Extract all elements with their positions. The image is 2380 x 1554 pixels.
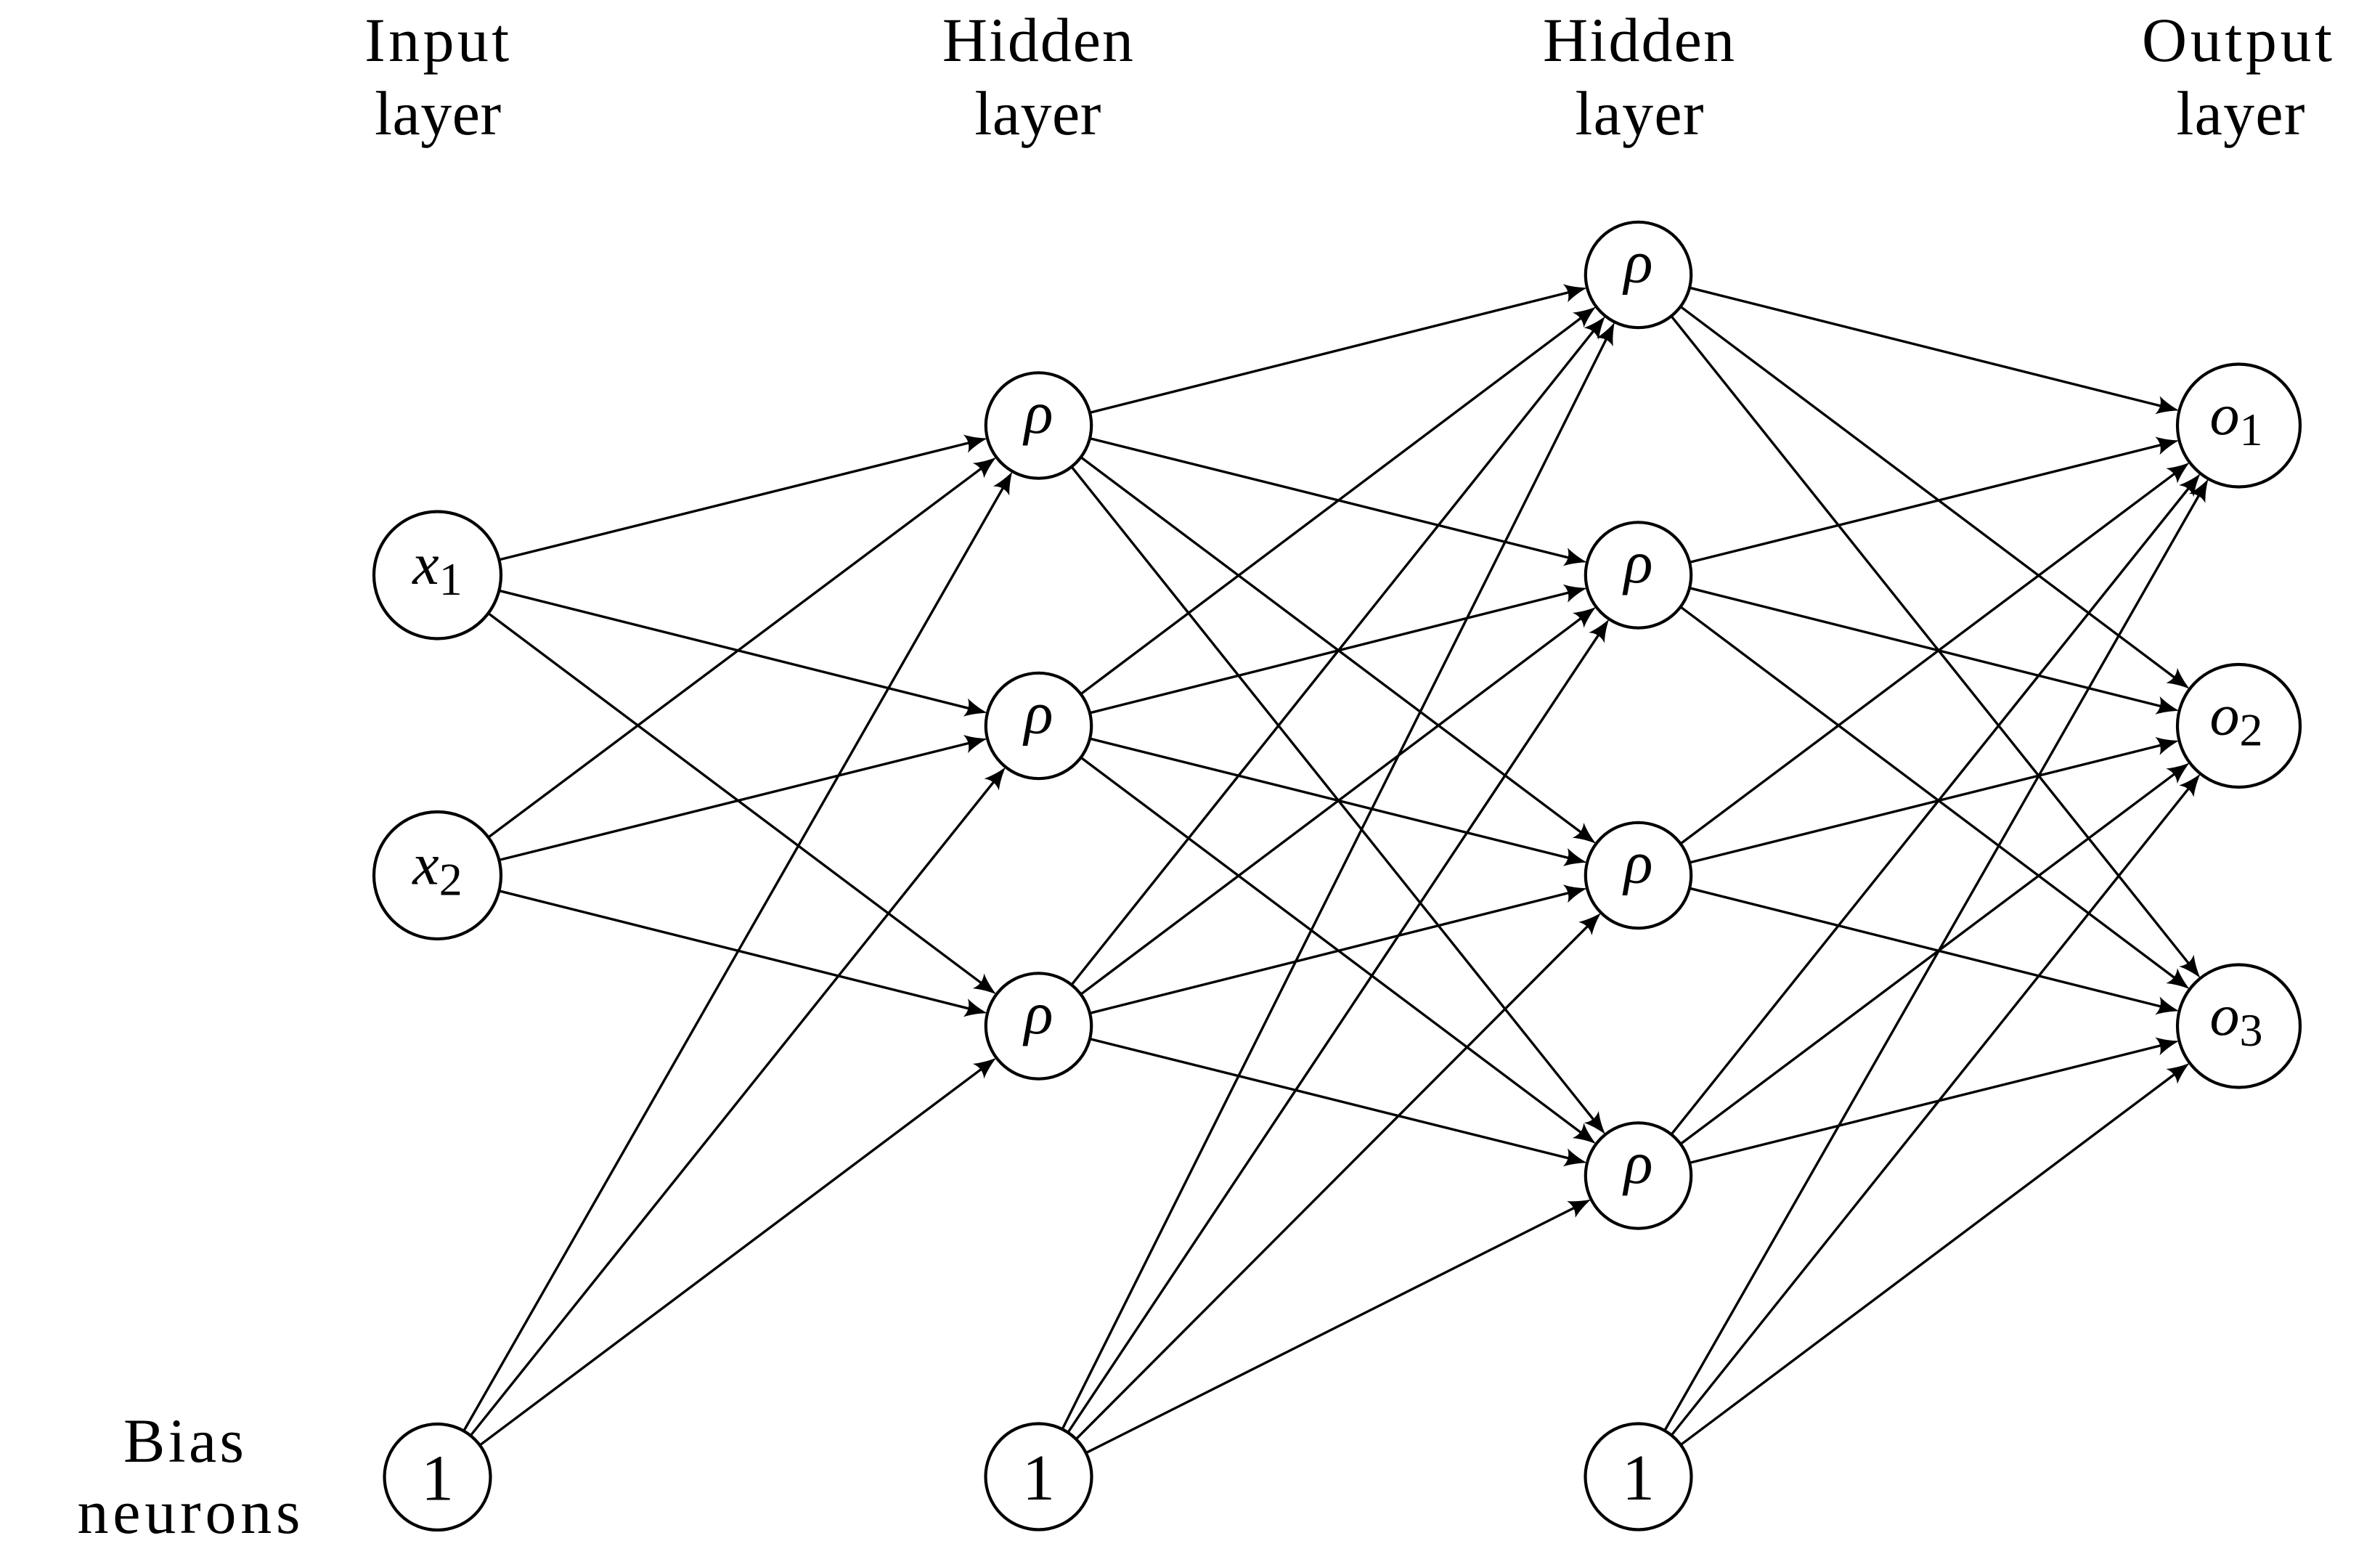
svg-text:o2: o2 bbox=[2210, 682, 2263, 756]
svg-text:ρ: ρ bbox=[1022, 379, 1054, 446]
svg-text:layer: layer bbox=[375, 78, 501, 148]
svg-text:1: 1 bbox=[421, 1443, 454, 1515]
svg-text:ρ: ρ bbox=[1622, 829, 1653, 896]
svg-text:layer: layer bbox=[974, 78, 1101, 148]
svg-text:ρ: ρ bbox=[1622, 1129, 1653, 1196]
svg-text:Output: Output bbox=[2142, 5, 2332, 75]
svg-text:ρ: ρ bbox=[1622, 229, 1653, 296]
svg-text:x2: x2 bbox=[412, 831, 462, 906]
svg-text:ρ: ρ bbox=[1022, 680, 1054, 747]
svg-text:x1: x1 bbox=[412, 531, 462, 605]
svg-text:o3: o3 bbox=[2210, 982, 2263, 1056]
svg-text:Hidden: Hidden bbox=[1543, 5, 1735, 75]
svg-text:1: 1 bbox=[1622, 1442, 1655, 1514]
svg-text:ρ: ρ bbox=[1622, 529, 1653, 595]
svg-text:1: 1 bbox=[1022, 1442, 1055, 1514]
svg-text:layer: layer bbox=[2177, 78, 2305, 148]
svg-text:Bias: Bias bbox=[123, 1406, 244, 1476]
svg-text:Input: Input bbox=[364, 5, 509, 75]
svg-text:neurons: neurons bbox=[78, 1477, 301, 1547]
svg-text:o1: o1 bbox=[2210, 381, 2263, 455]
svg-text:Hidden: Hidden bbox=[942, 5, 1133, 75]
svg-text:layer: layer bbox=[1576, 78, 1704, 148]
svg-text:ρ: ρ bbox=[1022, 980, 1054, 1046]
